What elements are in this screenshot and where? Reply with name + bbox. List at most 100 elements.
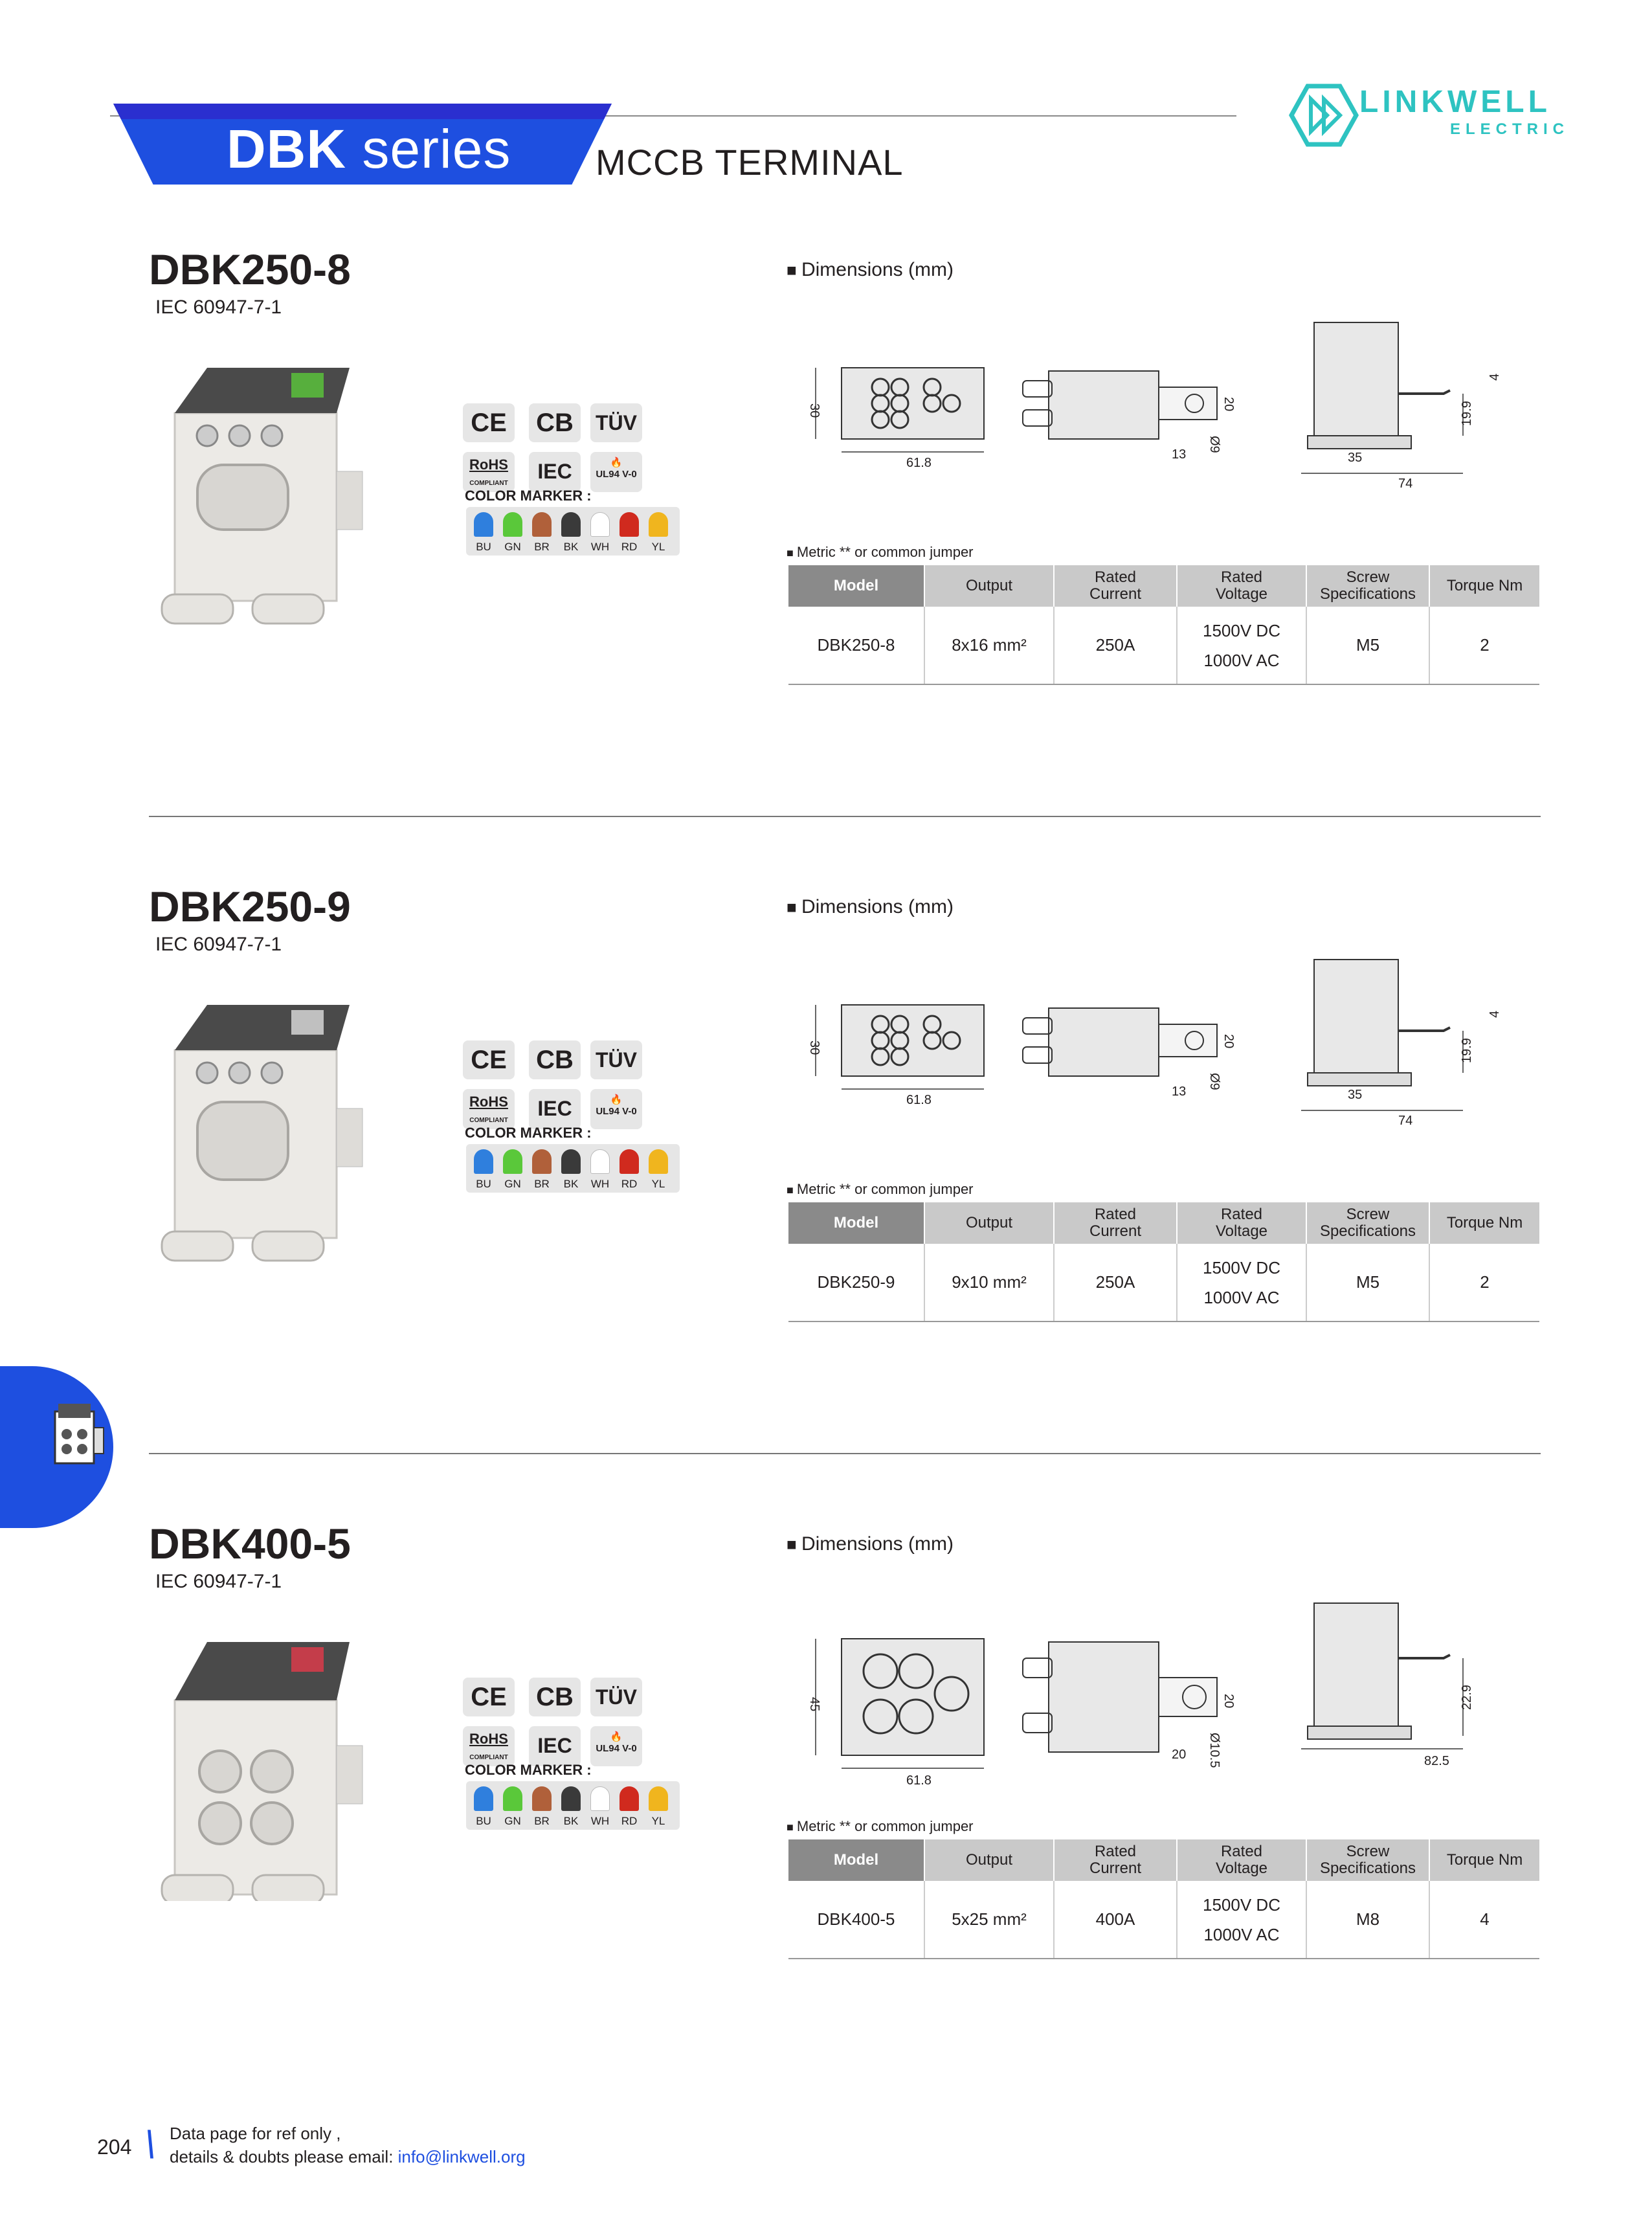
cell-current: 250A: [1054, 1244, 1178, 1322]
color-swatch-label: BR: [534, 541, 550, 553]
brand-subname: ELECTRIC: [1450, 120, 1569, 138]
table-header: Output: [924, 1202, 1055, 1244]
cell-screw: M8: [1306, 1881, 1430, 1959]
color-swatch-label: BU: [476, 541, 491, 553]
color-swatch-br: [532, 512, 552, 537]
page-number: 204: [97, 2135, 132, 2159]
iec-mark-icon: IEC: [529, 1726, 581, 1766]
color-swatch-label: BR: [534, 1178, 550, 1190]
table-header: Model: [788, 1839, 925, 1881]
model-title: DBK250-8: [149, 245, 351, 293]
cell-current: 400A: [1054, 1881, 1178, 1959]
color-marker-title: COLOR MARKER :: [465, 1125, 592, 1141]
footer-email-link[interactable]: info@linkwell.org: [397, 2147, 526, 2166]
cb-mark-icon: CB: [529, 1040, 581, 1079]
dim-tab: 20: [1172, 1748, 1186, 1762]
color-swatch-label: BK: [563, 1815, 579, 1827]
color-swatch-label: BU: [476, 1815, 491, 1827]
ce-mark-icon: CE: [463, 1040, 515, 1079]
jumper-note: Metric ** or common jumper: [787, 1181, 974, 1198]
color-swatch-yl: [649, 512, 668, 537]
color-swatch-label: GN: [504, 541, 521, 553]
color-swatch-label: GN: [504, 1815, 521, 1827]
color-swatch-label: RD: [621, 1815, 638, 1827]
color-swatch-label: BK: [563, 1178, 579, 1190]
dim-side-thickness: 4: [1488, 1011, 1502, 1018]
table-header: Torque Nm: [1429, 1202, 1539, 1244]
color-swatch-rd: [620, 1149, 639, 1174]
cell-output: 5x25 mm²: [924, 1881, 1055, 1959]
dim-height: 30: [807, 1040, 821, 1055]
dim-hole: Ø10.5: [1207, 1733, 1222, 1768]
cell-output: 9x10 mm²: [924, 1244, 1055, 1322]
color-swatch-label: WH: [590, 541, 610, 553]
jumper-note: Metric ** or common jumper: [787, 544, 974, 561]
color-marker-title: COLOR MARKER :: [465, 1762, 592, 1778]
dim-hole: Ø9: [1207, 436, 1222, 453]
color-swatch-yl: [649, 1149, 668, 1174]
color-swatch-br: [532, 1149, 552, 1174]
dim-tab: 13: [1172, 1085, 1186, 1099]
model-standard: IEC 60947-7-1: [155, 297, 282, 318]
side-view: 22.9 82.5: [1301, 1602, 1474, 1768]
color-swatch-rd: [620, 1786, 639, 1811]
dim-side-height: 22.9: [1460, 1685, 1474, 1710]
dim-rail: 35: [1348, 451, 1362, 465]
cell-torque: 2: [1429, 1244, 1539, 1322]
color-swatch-rd: [620, 512, 639, 537]
color-swatch-label: WH: [590, 1178, 610, 1190]
model-title: DBK250-9: [149, 883, 351, 930]
side-view: 19.9 4 35 74: [1301, 959, 1502, 1128]
front-view: 30 61.8: [807, 367, 985, 470]
dimensions-title: Dimensions (mm): [787, 259, 954, 281]
cb-mark-icon: CB: [529, 403, 581, 442]
model-standard: IEC 60947-7-1: [155, 1571, 282, 1592]
terminal-block-icon: [54, 1404, 104, 1465]
ce-mark-icon: CE: [463, 1678, 515, 1716]
table-header: Output: [924, 1839, 1055, 1881]
footer-contact: details & doubts please email: info@link…: [170, 2147, 526, 2166]
section-divider: [149, 1453, 1541, 1454]
color-swatch-gn: [503, 1149, 522, 1174]
ul94-flame-icon: 🔥UL94 V-0: [590, 1726, 642, 1766]
dim-tab: 13: [1172, 447, 1186, 462]
color-swatch-label: RD: [621, 1178, 638, 1190]
color-swatch-label: YL: [651, 541, 665, 553]
ce-mark-icon: CE: [463, 403, 515, 442]
dimensions-title: Dimensions (mm): [787, 896, 954, 918]
color-swatch-label: YL: [651, 1178, 665, 1190]
ul94-flame-icon: 🔥UL94 V-0: [590, 1089, 642, 1129]
cell-model: DBK400-5: [788, 1881, 925, 1959]
color-swatch-gn: [503, 1786, 522, 1811]
color-swatch-label: GN: [504, 1178, 521, 1190]
cell-torque: 2: [1429, 607, 1539, 685]
iec-mark-icon: IEC: [529, 452, 581, 492]
color-swatch-label: BR: [534, 1815, 550, 1827]
color-marker-panel: BU GN BR BK WH RD YL: [466, 507, 680, 556]
product-photo: [161, 1642, 363, 1901]
table-header: Model: [788, 1202, 925, 1244]
color-swatch-label: BK: [563, 541, 579, 553]
model-standard: IEC 60947-7-1: [155, 934, 282, 955]
color-marker-panel: BU GN BR BK WH RD YL: [466, 1781, 680, 1830]
series-title: DBK series: [227, 118, 511, 179]
cell-output: 8x16 mm²: [924, 607, 1055, 685]
top-view: 20 Ø9 13: [1022, 370, 1236, 462]
color-marker-title: COLOR MARKER :: [465, 488, 592, 504]
section-divider: [149, 816, 1541, 817]
